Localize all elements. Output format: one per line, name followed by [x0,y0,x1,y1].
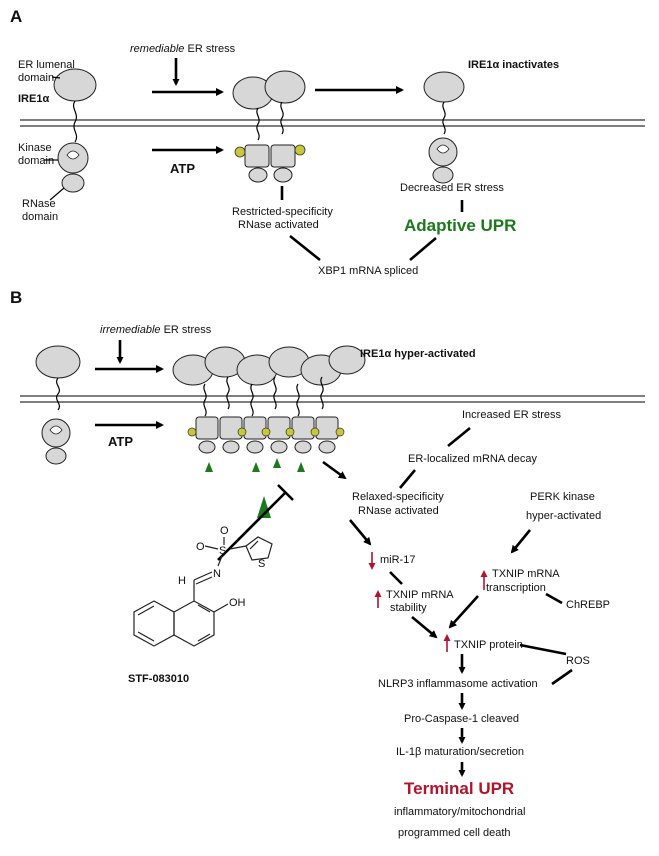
xbp1-label: XBP1 mRNA spliced [318,265,418,277]
kinase-label-2: domain [18,155,54,167]
kinase-label-1: Kinase [18,142,52,154]
decreased-stress-label: Decreased ER stress [400,182,504,194]
irremediable-stress-label: irremediable ER stress [100,324,212,336]
er-decay-label: ER-localized mRNA decay [408,453,537,465]
ire1-inactive-a [423,71,465,184]
ire1-monomer-a [53,68,97,193]
ire1-monomer-b [35,345,81,465]
s-label-sulfonyl: S [219,545,226,557]
mir17-to-stability [389,571,403,585]
atp-label-b: ATP [108,434,133,449]
txnip-stability-label-2: stability [390,602,427,614]
inhibitor-wedge-icon [257,496,271,518]
protein-to-ros [519,643,567,656]
increased-stress-label: Increased ER stress [462,409,562,421]
terminal-upr-label: Terminal UPR [404,779,514,798]
o-label-2: O [220,525,229,537]
ire1-inactivates-label: IRE1α inactivates [468,59,559,71]
death-label-2: programmed cell death [398,827,511,839]
restricted-to-xbp1 [289,234,321,262]
s-label-thiophene: S [258,558,265,570]
chrebp-connector [545,592,563,605]
compound-label: STF-083010 [128,673,189,685]
hyper-activated-label: IRE1α hyper-activated [360,348,476,360]
perk-label-2: hyper-activated [526,510,601,522]
panel-a-label: A [10,7,22,26]
stability-to-protein-arrow [411,616,438,639]
o-label-1: O [196,541,205,553]
txnip-protein-label: TXNIP protein [454,639,523,651]
perk-to-transcription-arrow [510,529,532,554]
membrane-b [20,395,645,403]
inhibition-bar [277,484,294,501]
il1b-label: IL-1β maturation/secretion [396,746,524,758]
rnase-label-1: RNase [22,198,56,210]
adaptive-upr-label: Adaptive UPR [404,216,516,235]
procasp-label: Pro-Caspase-1 cleaved [404,713,519,725]
panel-b-label: B [10,288,22,307]
remediable-stress-label: remediable ER stress [130,43,236,55]
perk-label-1: PERK kinase [530,491,595,503]
decay-to-relaxed [399,469,416,489]
membrane-a [20,119,645,127]
rnase-label-2: domain [22,211,58,223]
er-lumenal-label-2: domain [18,72,54,84]
oligomer-to-relaxed-arrow [322,460,347,480]
h-label: H [178,575,186,587]
nlrp3-label: NLRP3 inflammasome activation [378,678,538,690]
ire1-dimer-a [232,70,306,183]
relaxed-to-mir17-arrow [349,519,372,546]
restricted-label-1: Restricted-specificity [232,206,333,218]
txnip-transcription-label-1: TXNIP mRNA [492,568,560,580]
ire1-oligomer-b [172,345,366,472]
ire1-label-a: IRE1α [18,93,49,105]
txnip-transcription-label-2: transcription [486,582,546,594]
ros-to-nlrp3 [551,668,573,686]
restricted-label-2: RNase activated [238,219,319,231]
stress-to-decay [447,426,471,448]
death-label-1: inflammatory/mitochondrial [394,806,525,818]
transcription-to-protein-arrow [448,595,479,629]
relaxed-label-2: RNase activated [358,505,439,517]
atp-label-a: ATP [170,161,195,176]
oh-label: OH [229,597,246,609]
inhibition-line [217,491,287,561]
er-lumenal-label-1: ER lumenal [18,59,75,71]
txnip-stability-label-1: TXNIP mRNA [386,589,454,601]
mir17-label: miR-17 [380,554,415,566]
chrebp-label: ChREBP [566,599,610,611]
stf-083010-structure: OH H N S O O S [133,525,273,647]
n-label: N [213,568,221,580]
relaxed-label-1: Relaxed-specificity [352,491,444,503]
ros-label: ROS [566,655,590,667]
xbp1-to-adaptive [409,237,437,261]
